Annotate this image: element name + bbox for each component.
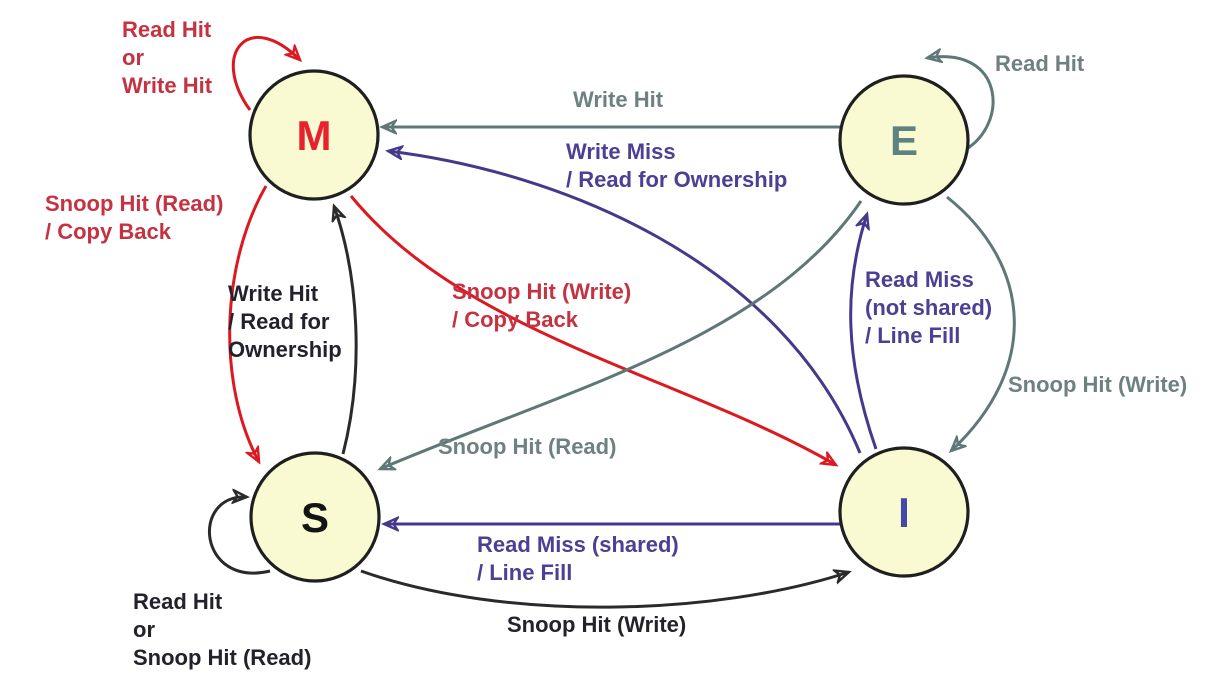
label-i-to-m-write-miss: Write Miss / Read for Ownership xyxy=(566,139,788,192)
label-e-self-read-hit: Read Hit xyxy=(995,51,1085,76)
label-i-to-e-read-miss-not-shared: Read Miss (not shared) / Line Fill xyxy=(865,267,993,348)
label-e-to-s-snoop-hit-read: Snoop Hit (Read) xyxy=(438,434,617,459)
edge-s-self-loop xyxy=(207,497,271,575)
edge-e-to-s xyxy=(380,200,863,469)
state-letter-i: I xyxy=(898,489,910,536)
state-letter-m: M xyxy=(297,112,332,159)
state-letter-e: E xyxy=(890,117,918,164)
state-node-exclusive xyxy=(838,74,970,206)
label-m-to-s-snoop-hit-read-copy-back: Snoop Hit (Read) / Copy Back xyxy=(45,191,224,244)
state-node-invalid xyxy=(838,446,970,578)
state-node-shared xyxy=(249,451,381,583)
state-node-modified xyxy=(248,69,380,201)
edge-m-to-s xyxy=(228,185,268,462)
label-s-to-i-snoop-hit-write: Snoop Hit (Write) xyxy=(507,612,687,637)
label-s-self-read-hit-or-snoop-hit-read: Read Hit or Snoop Hit (Read) xyxy=(133,589,312,670)
label-i-to-s-read-miss-shared: Read Miss (shared) / Line Fill xyxy=(477,532,679,585)
label-m-self-read-or-write-hit: Read Hit or Write Hit xyxy=(122,17,213,98)
edge-m-to-i xyxy=(349,195,836,465)
label-e-to-i-snoop-hit-write: Snoop Hit (Write) xyxy=(1008,372,1188,397)
label-e-to-m-write-hit: Write Hit xyxy=(573,87,664,112)
edge-s-to-i xyxy=(360,571,849,609)
label-s-to-m-write-hit-rfo: Write Hit / Read for Ownership xyxy=(228,281,342,362)
edge-e-to-i xyxy=(946,195,1016,451)
edge-i-to-e xyxy=(849,214,878,450)
edge-e-self-loop xyxy=(927,57,995,154)
edge-s-to-m xyxy=(334,206,358,455)
state-letter-s: S xyxy=(301,494,329,541)
edge-i-to-m xyxy=(388,151,862,454)
edge-m-self-loop xyxy=(231,36,300,111)
label-m-to-i-snoop-hit-write-copy-back: Snoop Hit (Write) / Copy Back xyxy=(452,279,632,332)
